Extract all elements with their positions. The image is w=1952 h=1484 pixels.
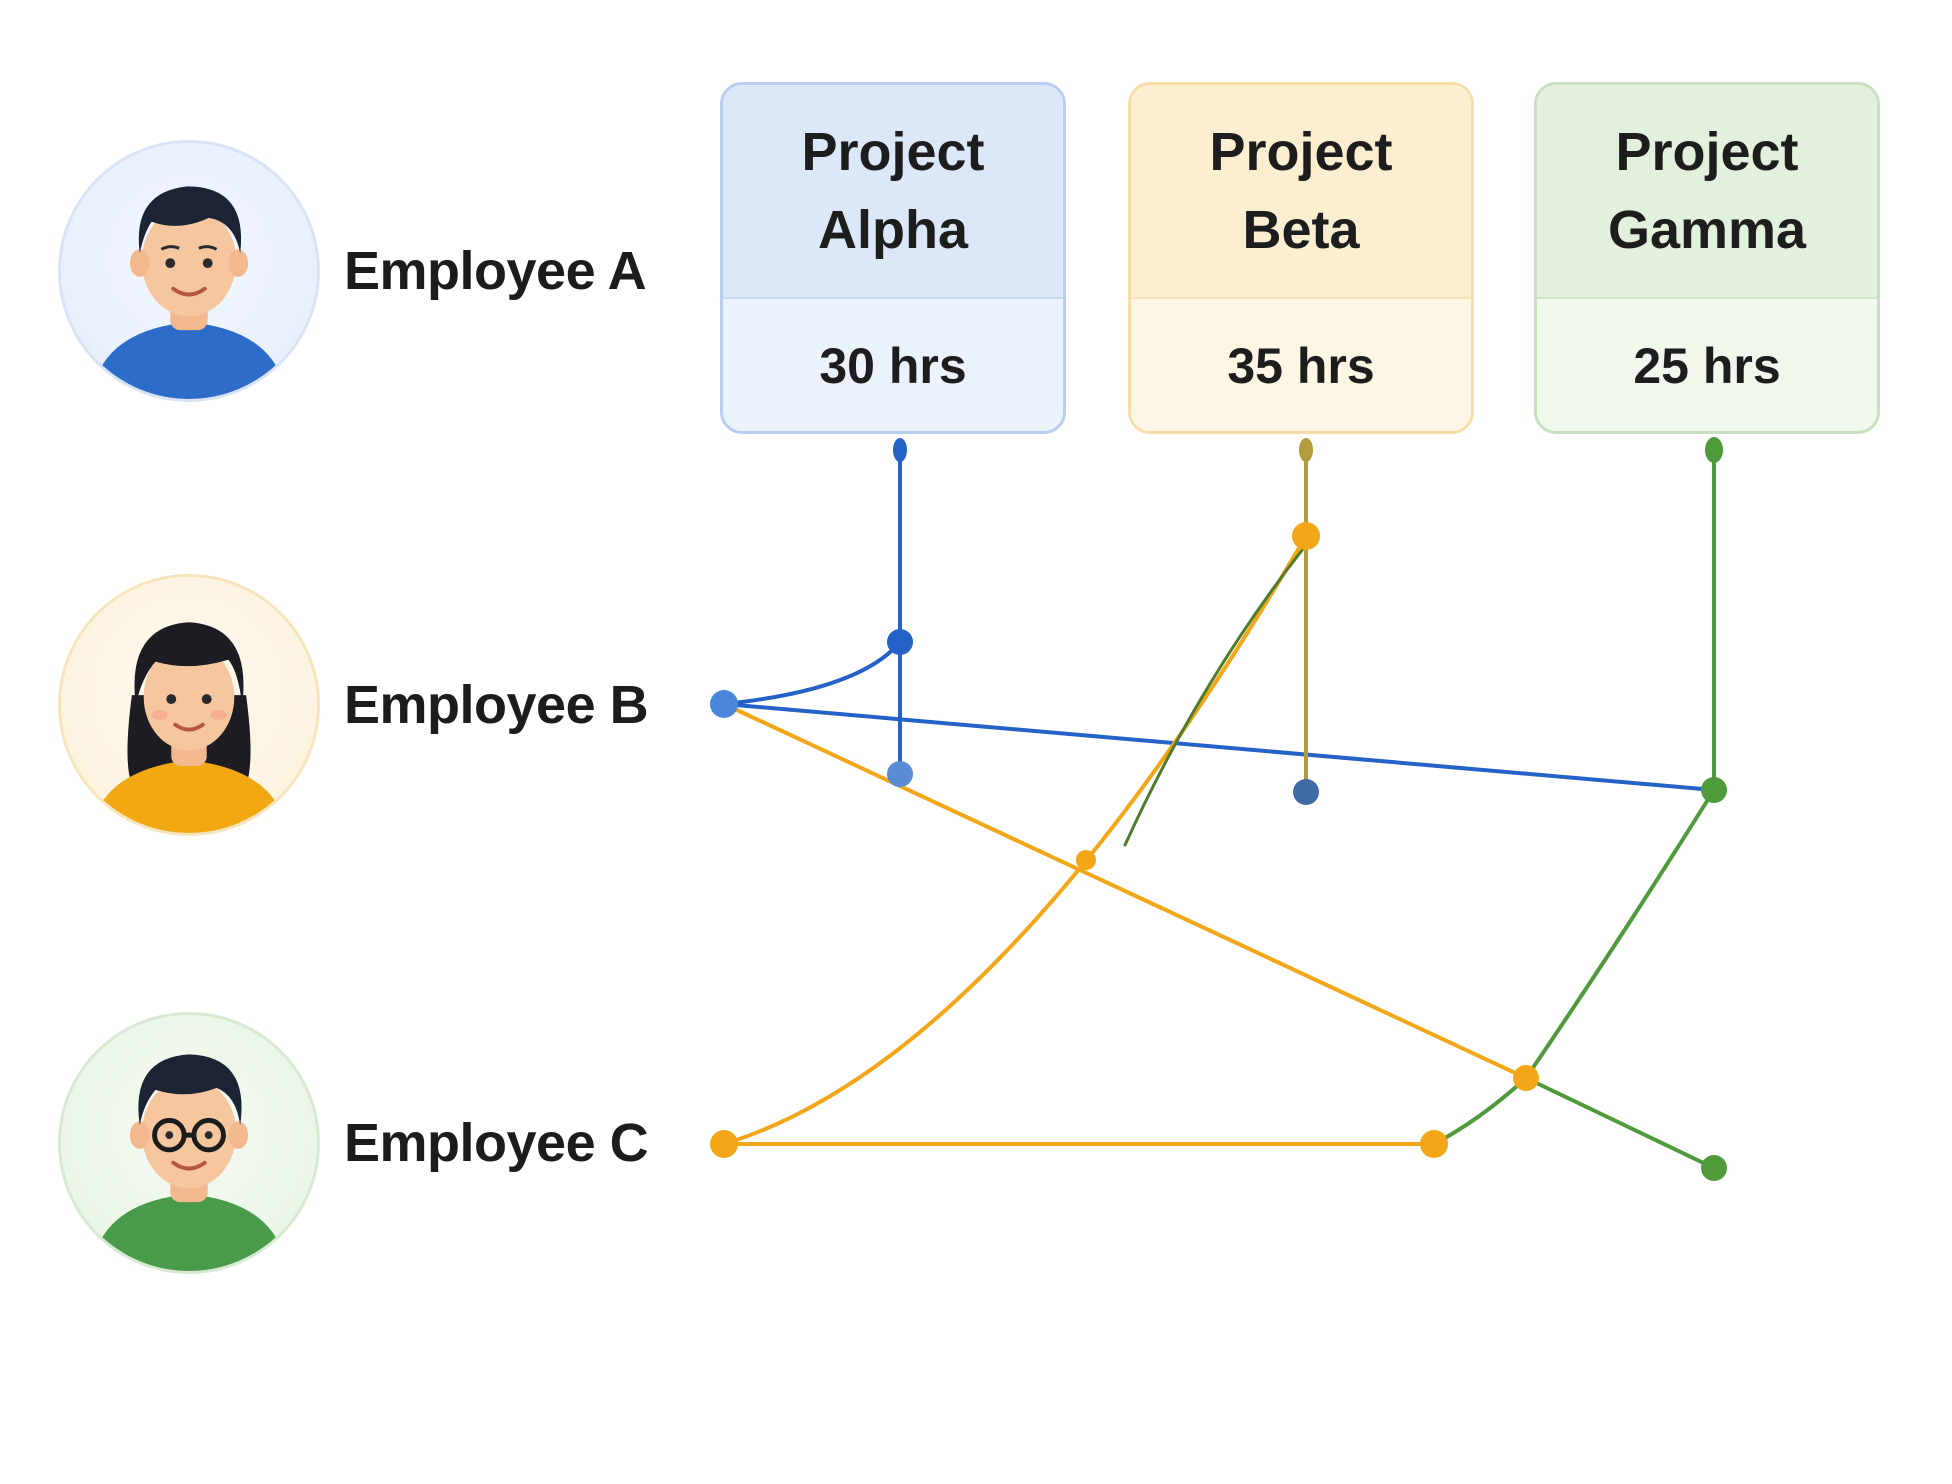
node <box>1513 1065 1539 1091</box>
node <box>887 761 913 787</box>
employee-name: Employee C <box>344 1113 649 1173</box>
employee-a: Employee A <box>0 140 700 420</box>
employee-c: Employee C <box>0 1012 700 1292</box>
project-card-alpha: Project Alpha 30 hrs <box>720 82 1066 434</box>
node <box>1299 438 1313 462</box>
project-card-gamma: Project Gamma 25 hrs <box>1534 82 1880 434</box>
alpha-to-b-curve <box>722 640 902 706</box>
project-hours: 35 hrs <box>1131 299 1471 431</box>
project-hours: 25 hrs <box>1537 299 1877 431</box>
employee-b: Employee B <box>0 574 700 854</box>
b-to-gamma-line <box>722 702 1716 792</box>
avatar-male-icon <box>58 140 320 402</box>
employee-name: Employee A <box>344 241 647 301</box>
employee-name: Employee B <box>344 675 649 735</box>
b-to-cross-line <box>722 702 1528 1080</box>
node <box>1701 777 1727 803</box>
avatar-male-glasses-icon <box>58 1012 320 1274</box>
gamma-down-curve <box>1524 788 1716 1080</box>
project-name: Project Gamma <box>1537 85 1877 299</box>
node <box>1420 1130 1448 1158</box>
cross-to-end-line <box>1524 1076 1716 1170</box>
node <box>1292 522 1320 550</box>
beta-to-mid-line <box>1123 543 1308 847</box>
node <box>1293 779 1319 805</box>
node <box>1705 437 1723 463</box>
node <box>893 438 907 462</box>
node <box>1076 850 1096 870</box>
project-card-beta: Project Beta 35 hrs <box>1128 82 1474 434</box>
project-hours: 30 hrs <box>723 299 1063 431</box>
node <box>887 629 913 655</box>
avatar-female-icon <box>58 574 320 836</box>
project-name: Project Beta <box>1131 85 1471 299</box>
project-name: Project Alpha <box>723 85 1063 299</box>
node <box>1701 1155 1727 1181</box>
node <box>710 690 738 718</box>
cross-to-c-curve <box>1432 1076 1528 1146</box>
c-to-beta-curve <box>722 534 1308 1146</box>
node <box>710 1130 738 1158</box>
